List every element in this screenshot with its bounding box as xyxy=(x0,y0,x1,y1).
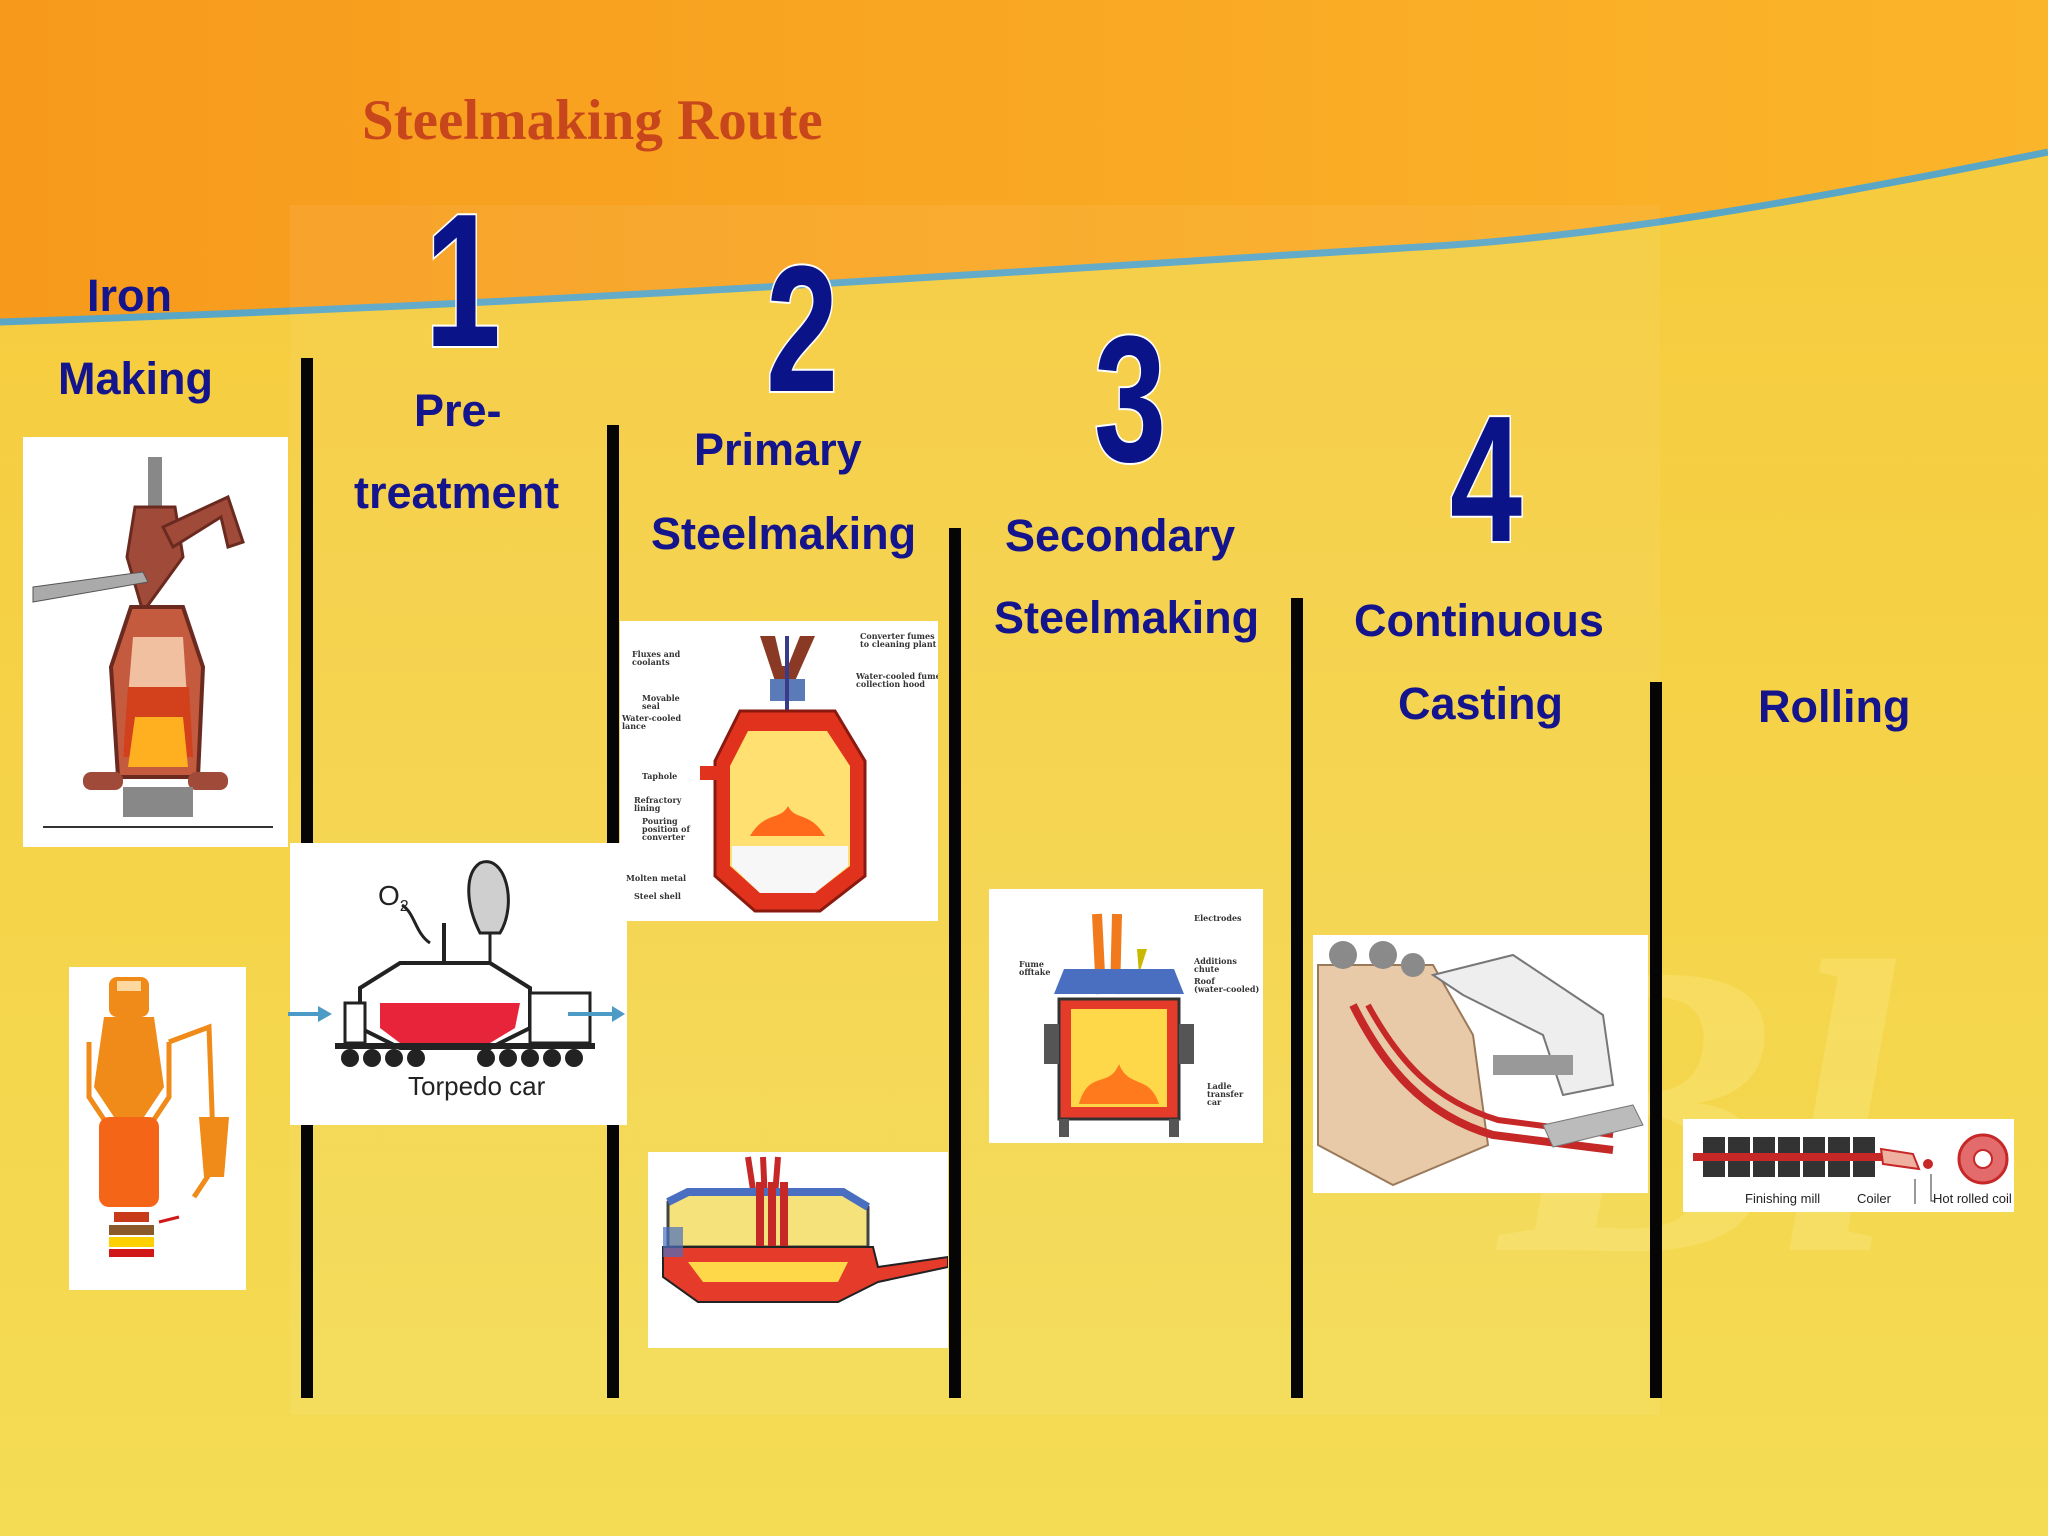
stage-label-iron: Iron xyxy=(87,270,172,321)
svg-text:collection hood: collection hood xyxy=(856,679,925,689)
stage-label-primary: Primary xyxy=(694,424,862,475)
stage-label-treatment: treatment xyxy=(354,467,560,518)
stage-divider xyxy=(1291,598,1303,1398)
electric-arc-furnace-figure xyxy=(648,1152,948,1348)
ladle-furnace-figure: Electrodes Fume offtake Additions chute … xyxy=(989,889,1263,1143)
step-number-4: 4 xyxy=(1449,379,1524,580)
stage-label-secondary: Secondary xyxy=(1005,510,1236,561)
svg-text:Taphole: Taphole xyxy=(642,771,677,781)
svg-text:Roof: Roof xyxy=(1194,976,1215,986)
stage-label-pre: Pre- xyxy=(414,385,502,436)
svg-text:Pouring: Pouring xyxy=(642,816,678,826)
svg-text:Additions: Additions xyxy=(1193,956,1237,966)
svg-text:car: car xyxy=(1207,1097,1222,1107)
svg-text:position of: position of xyxy=(642,824,690,834)
slide-title: Steelmaking Route xyxy=(362,89,823,152)
svg-text:Refractory: Refractory xyxy=(634,795,682,805)
svg-text:Electrodes: Electrodes xyxy=(1194,913,1242,923)
svg-text:Steel shell: Steel shell xyxy=(634,891,681,901)
svg-text:Finishing mill: Finishing mill xyxy=(1745,1191,1820,1206)
svg-text:O2: O2 xyxy=(378,880,409,915)
svg-text:Torpedo car: Torpedo car xyxy=(408,1071,546,1101)
iron-making-schematic xyxy=(69,967,246,1290)
step-number-2: 2 xyxy=(765,229,840,430)
svg-text:to cleaning plant: to cleaning plant xyxy=(860,639,937,649)
step-number-3: 3 xyxy=(1093,299,1168,500)
stage-label-continuous: Continuous xyxy=(1354,595,1604,646)
svg-text:Water-cooled fume: Water-cooled fume xyxy=(855,671,938,681)
continuous-casting-figure xyxy=(1313,935,1648,1193)
svg-text:seal: seal xyxy=(642,701,660,711)
flow-arrow xyxy=(568,1006,625,1022)
svg-text:Fluxes and: Fluxes and xyxy=(632,649,681,659)
svg-text:offtake: offtake xyxy=(1019,967,1050,977)
stage-label-rolling: Rolling xyxy=(1758,681,1911,732)
svg-text:(water-cooled): (water-cooled) xyxy=(1194,984,1259,994)
blast-furnace-figure xyxy=(23,437,288,847)
svg-text:lining: lining xyxy=(634,803,661,813)
svg-text:Hot rolled coil: Hot rolled coil xyxy=(1933,1191,2012,1206)
stage-label-casting: Casting xyxy=(1398,678,1564,729)
svg-text:converter: converter xyxy=(642,832,686,842)
svg-text:lance: lance xyxy=(622,721,646,731)
svg-text:Fume: Fume xyxy=(1019,959,1044,969)
torpedo-car-figure: O2 Torpedo car xyxy=(290,843,627,1125)
svg-text:chute: chute xyxy=(1194,964,1219,974)
svg-text:Coiler: Coiler xyxy=(1857,1191,1892,1206)
svg-text:Water-cooled: Water-cooled xyxy=(621,713,681,723)
stage-divider xyxy=(1650,682,1662,1398)
stage-divider xyxy=(949,528,961,1398)
bof-converter-figure: Converter fumes to cleaning plant Fluxes… xyxy=(620,621,938,921)
stage-label-secondary-steelmaking: Steelmaking xyxy=(994,592,1260,643)
svg-text:coolants: coolants xyxy=(632,657,670,667)
flow-arrow xyxy=(288,1006,332,1022)
svg-text:transfer: transfer xyxy=(1207,1089,1244,1099)
rolling-figure: Finishing mill Coiler Hot rolled coil xyxy=(1683,1119,2014,1212)
svg-text:Converter fumes: Converter fumes xyxy=(860,631,935,641)
stage-label-making: Making xyxy=(58,353,214,404)
svg-text:Ladle: Ladle xyxy=(1207,1081,1232,1091)
svg-text:Molten metal: Molten metal xyxy=(626,873,686,883)
stage-label-primary-steelmaking: Steelmaking xyxy=(651,508,917,559)
step-number-1: 1 xyxy=(423,175,502,387)
svg-text:Movable: Movable xyxy=(642,693,680,703)
